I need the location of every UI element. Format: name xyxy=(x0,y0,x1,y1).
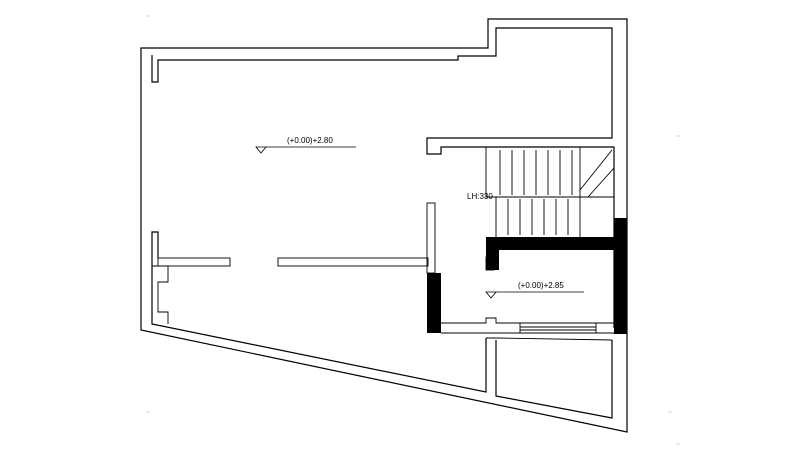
left-jamb-lower xyxy=(152,265,169,324)
crop-marks xyxy=(146,15,680,445)
staircase xyxy=(485,147,615,237)
level-label-upper: (+0.00)+2.80 xyxy=(287,136,333,145)
outer-wall-inner-left xyxy=(151,231,487,393)
level-marker-upper xyxy=(255,146,356,154)
outer-wall-inner-bottom xyxy=(495,340,613,419)
partition-center xyxy=(277,257,429,267)
partition-left xyxy=(157,257,231,267)
structural-wall-stub-open xyxy=(485,256,495,271)
structural-wall-top xyxy=(486,237,614,250)
lower-room-bottom-wall xyxy=(441,317,520,334)
lower-room-bottom-wall-right xyxy=(596,322,614,334)
structural-wall-stub xyxy=(486,250,499,270)
structural-wall-right xyxy=(614,218,627,334)
level-marker-lower xyxy=(485,291,584,299)
shaft-top-wall xyxy=(486,337,613,341)
structural-wall-left xyxy=(427,273,441,333)
outer-wall-inner xyxy=(151,27,615,328)
stair-label: LH:330 xyxy=(467,192,493,201)
level-label-lower: (+0.00)+2.85 xyxy=(518,281,564,290)
window xyxy=(519,322,597,334)
outer-wall-outer xyxy=(140,18,628,433)
